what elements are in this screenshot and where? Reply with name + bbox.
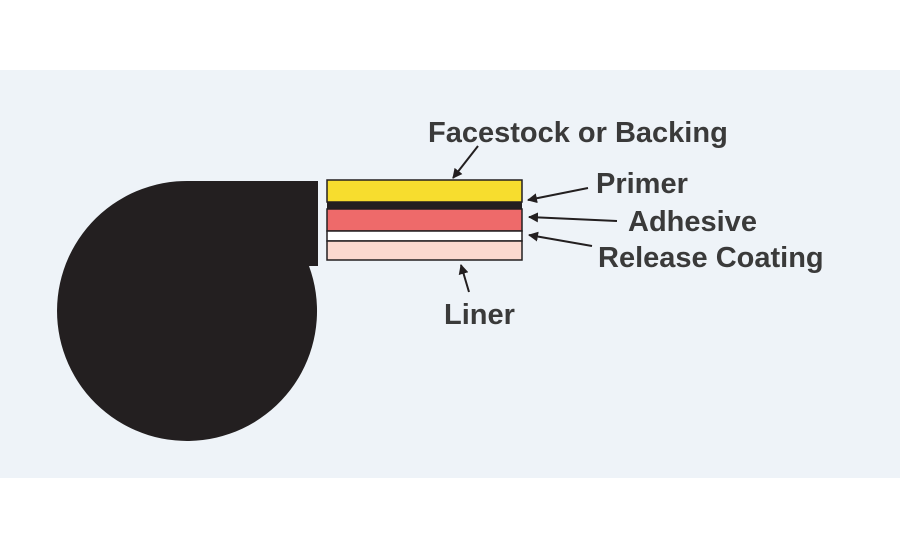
facestock-arrow — [452, 145, 479, 179]
facestock-layer — [326, 179, 523, 203]
liner-arrow — [458, 264, 470, 293]
leader-arrows — [452, 145, 618, 293]
facestock-label: Facestock or Backing — [428, 117, 728, 149]
release-coating-arrow — [528, 231, 593, 247]
release-coating-label: Release Coating — [598, 242, 824, 274]
adhesive-label: Adhesive — [628, 206, 757, 238]
primer-layer — [327, 202, 522, 209]
release-coating-layer — [326, 230, 523, 242]
label-roll — [57, 180, 319, 441]
liner-layer — [326, 240, 523, 261]
primer-label: Primer — [596, 168, 688, 200]
layer-labels: Facestock or Backing Primer Adhesive Rel… — [428, 117, 824, 331]
layer-stack — [326, 179, 523, 261]
adhesive-arrow — [528, 212, 618, 223]
adhesive-layer — [326, 208, 523, 232]
primer-arrow — [527, 187, 589, 204]
liner-label: Liner — [444, 299, 515, 331]
